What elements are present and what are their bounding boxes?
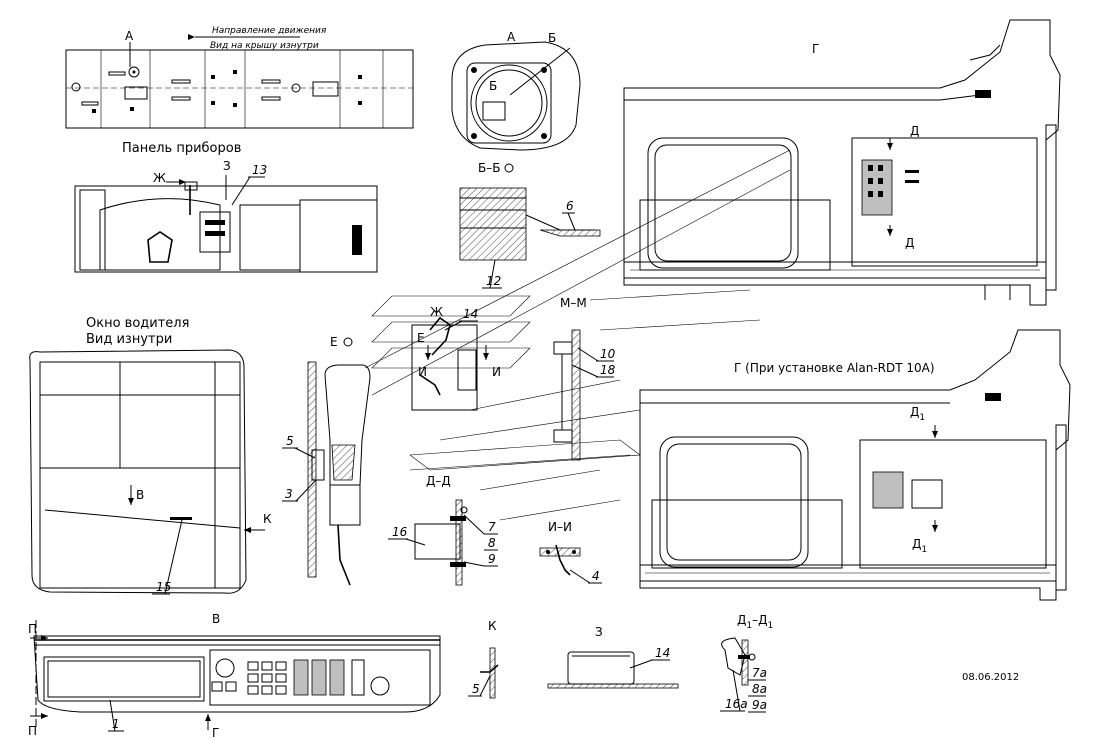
svg-text:7: 7 xyxy=(488,520,496,534)
svg-text:10: 10 xyxy=(600,347,616,361)
driver-window-subtitle: Вид изнутри xyxy=(86,332,172,347)
svg-text:8: 8 xyxy=(488,536,496,550)
svg-text:9а: 9а xyxy=(752,698,767,712)
panel-mark-zh: Ж xyxy=(153,171,166,185)
view-e-holder: Е 5 3 xyxy=(282,335,371,586)
view-v-ceiling-panel: В П П Г 1 xyxy=(28,612,441,739)
svg-text:15: 15 xyxy=(156,580,171,594)
view-a-letter: А xyxy=(507,30,516,44)
svg-text:7а: 7а xyxy=(752,666,767,680)
svg-text:3: 3 xyxy=(285,487,293,501)
view-zh: Ж Е И И 14 xyxy=(371,295,531,411)
view-v-title: В xyxy=(212,612,220,626)
view-v-mark-g: Г xyxy=(212,726,219,739)
svg-text:1: 1 xyxy=(112,717,120,731)
drawing-date: 08.06.2012 xyxy=(962,672,1019,683)
svg-text:5: 5 xyxy=(472,682,480,696)
window-mark-v: В xyxy=(136,488,144,502)
section-dd: Д–Д 16 7 8 9 xyxy=(388,474,498,586)
section-d1d1: Д1–Д1 16а 7а 8а 9а xyxy=(720,613,773,713)
instrument-panel: Панель приборов Ж З 13 xyxy=(74,141,378,273)
section-ii-title: И–И xyxy=(548,520,572,534)
svg-text:14: 14 xyxy=(655,646,670,660)
view-g-d-bottom: Д xyxy=(905,236,914,250)
svg-text:12: 12 xyxy=(486,274,501,288)
view-v-mark-p1: П xyxy=(28,622,37,636)
view-g-alan-d1-top: Д1 xyxy=(910,405,925,423)
view-k-title: К xyxy=(488,619,497,633)
view-z-title: З xyxy=(595,625,603,639)
svg-text:13: 13 xyxy=(252,163,267,177)
button-grid xyxy=(211,659,390,696)
view-e-title: Е xyxy=(330,335,338,349)
section-b-mark: Б xyxy=(548,31,556,45)
view-z: З 14 xyxy=(547,625,679,689)
section-mm-title: М–М xyxy=(560,296,587,310)
panel-mark-z: З xyxy=(223,159,231,173)
roof-view: А Направление движения Вид на крышу изну… xyxy=(65,26,414,129)
view-v-mark-p2: П xyxy=(28,724,37,738)
view-g-alan-title: Г (При установке Alan-RDT 10A) xyxy=(734,361,935,375)
view-zh-mark-i2: И xyxy=(492,365,501,379)
roof-inside-note: Вид на крышу изнутри xyxy=(210,41,319,51)
section-bb: Б–Б 6 12 xyxy=(459,161,601,289)
window-mark-k: К xyxy=(263,512,272,526)
projection-lines xyxy=(364,149,791,521)
driver-window-view: Окно водителя Вид изнутри В К 15 xyxy=(29,316,272,595)
view-a-speaker: А Б Б xyxy=(451,30,581,151)
view-g-title: Г xyxy=(812,42,819,56)
section-mm: М–М 10 18 xyxy=(553,296,616,461)
view-g-d-top: Д xyxy=(910,124,919,138)
instrument-panel-title: Панель приборов xyxy=(122,141,241,156)
view-zh-mark-i1: И xyxy=(418,365,427,379)
section-b-inner-mark: Б xyxy=(489,79,497,93)
section-ii: И–И 4 xyxy=(539,520,602,584)
section-d1d1-title: Д1–Д1 xyxy=(737,613,773,631)
view-zh-title: Ж xyxy=(430,305,443,319)
direction-of-travel-note: Направление движения xyxy=(212,26,327,36)
svg-text:8а: 8а xyxy=(752,682,767,696)
roof-view-letter: А xyxy=(125,29,134,43)
view-k: К 5 xyxy=(468,619,499,699)
svg-text:4: 4 xyxy=(592,569,600,583)
svg-text:5: 5 xyxy=(286,434,294,448)
view-zh-mark-e: Е xyxy=(417,331,425,345)
section-dd-title: Д–Д xyxy=(426,474,451,488)
section-bb-title: Б–Б xyxy=(478,161,500,175)
svg-text:9: 9 xyxy=(488,552,496,566)
svg-text:16а: 16а xyxy=(725,697,748,711)
view-g-alan-d1-bottom: Д1 xyxy=(912,537,927,555)
view-g: Г Д Д xyxy=(623,19,1061,306)
driver-window-title: Окно водителя xyxy=(86,316,189,331)
svg-text:16: 16 xyxy=(392,525,408,539)
svg-text:18: 18 xyxy=(600,363,616,377)
svg-text:6: 6 xyxy=(566,199,574,213)
view-g-alan-rdt: Г (При установке Alan-RDT 10A) Д1 Д1 xyxy=(639,329,1071,601)
